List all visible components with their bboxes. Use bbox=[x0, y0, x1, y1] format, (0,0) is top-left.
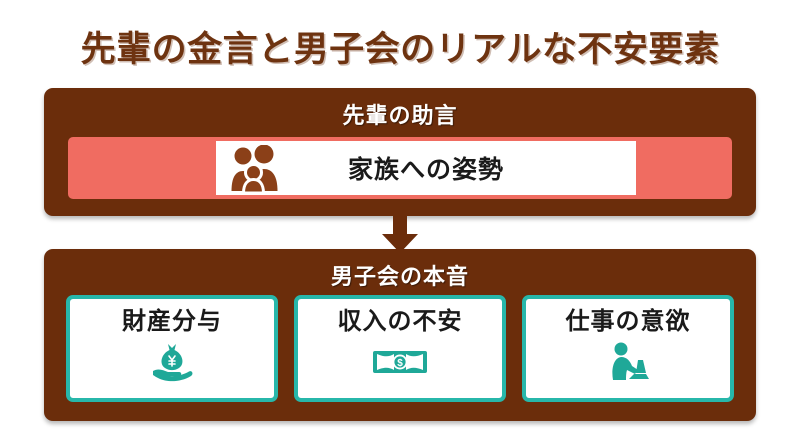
honne-panel: 男子会の本音 財産分与 bbox=[44, 249, 756, 421]
honne-card-shunyu-no-fuan[interactable]: 収入の不安 $ bbox=[294, 295, 506, 402]
dollar-bill-icon: $ bbox=[372, 342, 428, 382]
honne-card-row: 財産分与 収入の不安 bbox=[66, 295, 734, 402]
person-at-laptop-icon bbox=[605, 342, 651, 382]
honne-card-zaisanbunyo[interactable]: 財産分与 bbox=[66, 295, 278, 402]
advice-coral-bar: 家族への姿勢 bbox=[68, 137, 732, 199]
family-icon bbox=[230, 144, 286, 195]
page-title: 先輩の金言と男子会のリアルな不安要素 bbox=[80, 30, 720, 69]
honne-card-shigoto-no-iyoku[interactable]: 仕事の意欲 bbox=[522, 295, 734, 402]
advice-item-label: 家族への姿勢 bbox=[347, 156, 504, 184]
money-bag-in-hand-icon bbox=[149, 342, 195, 382]
honne-card-label: 仕事の意欲 bbox=[565, 308, 691, 335]
arrow-down-icon bbox=[381, 216, 419, 254]
honne-panel-heading: 男子会の本音 bbox=[330, 264, 469, 289]
advice-panel: 先輩の助言 家族への姿勢 bbox=[44, 88, 756, 216]
honne-card-label: 収入の不安 bbox=[337, 308, 463, 335]
svg-text:$: $ bbox=[397, 359, 403, 370]
honne-card-label: 財産分与 bbox=[122, 308, 222, 335]
advice-item-card[interactable]: 家族への姿勢 bbox=[216, 141, 636, 195]
advice-panel-heading: 先輩の助言 bbox=[342, 103, 458, 128]
